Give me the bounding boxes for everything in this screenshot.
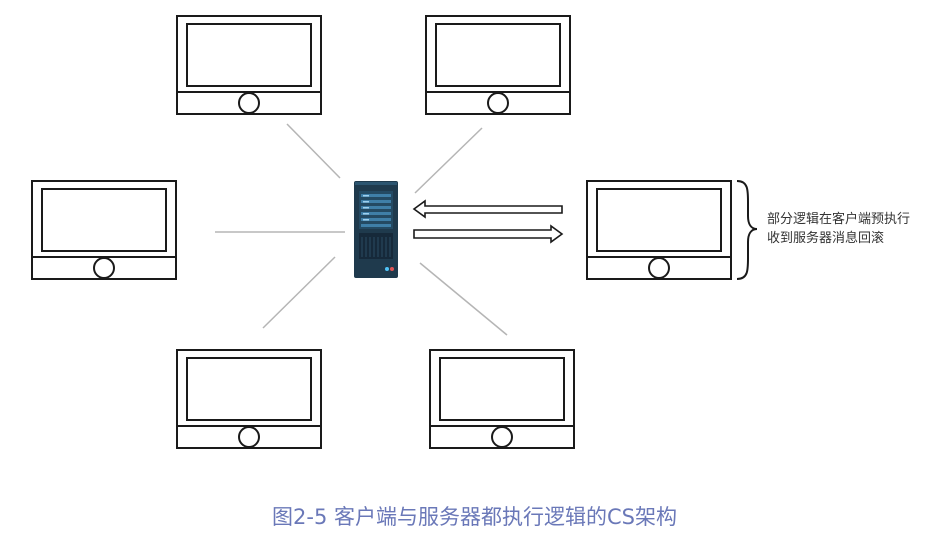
annotation-line-2: 收到服务器消息回滚	[767, 231, 885, 246]
monitor-icon	[425, 15, 571, 115]
arrow-server-to-client	[412, 199, 563, 219]
monitor-icon	[429, 349, 575, 449]
monitor-icon	[31, 180, 177, 280]
connector-bottom-right	[419, 262, 508, 336]
monitor-icon	[586, 180, 732, 280]
connector-top-right	[414, 127, 483, 194]
connector-lines	[215, 123, 508, 336]
curly-brace	[736, 180, 758, 280]
arrow-client-to-server	[413, 224, 564, 244]
connector-bottom-left	[262, 256, 336, 329]
annotation-line-1: 部分逻辑在客户端预执行	[767, 212, 911, 227]
monitor-icon	[176, 15, 322, 115]
connector-top-left	[286, 123, 341, 179]
monitor-icon	[176, 349, 322, 449]
figure-caption: 图2-5 客户端与服务器都执行逻辑的CS架构	[272, 505, 677, 529]
server-tower-icon	[354, 181, 398, 278]
